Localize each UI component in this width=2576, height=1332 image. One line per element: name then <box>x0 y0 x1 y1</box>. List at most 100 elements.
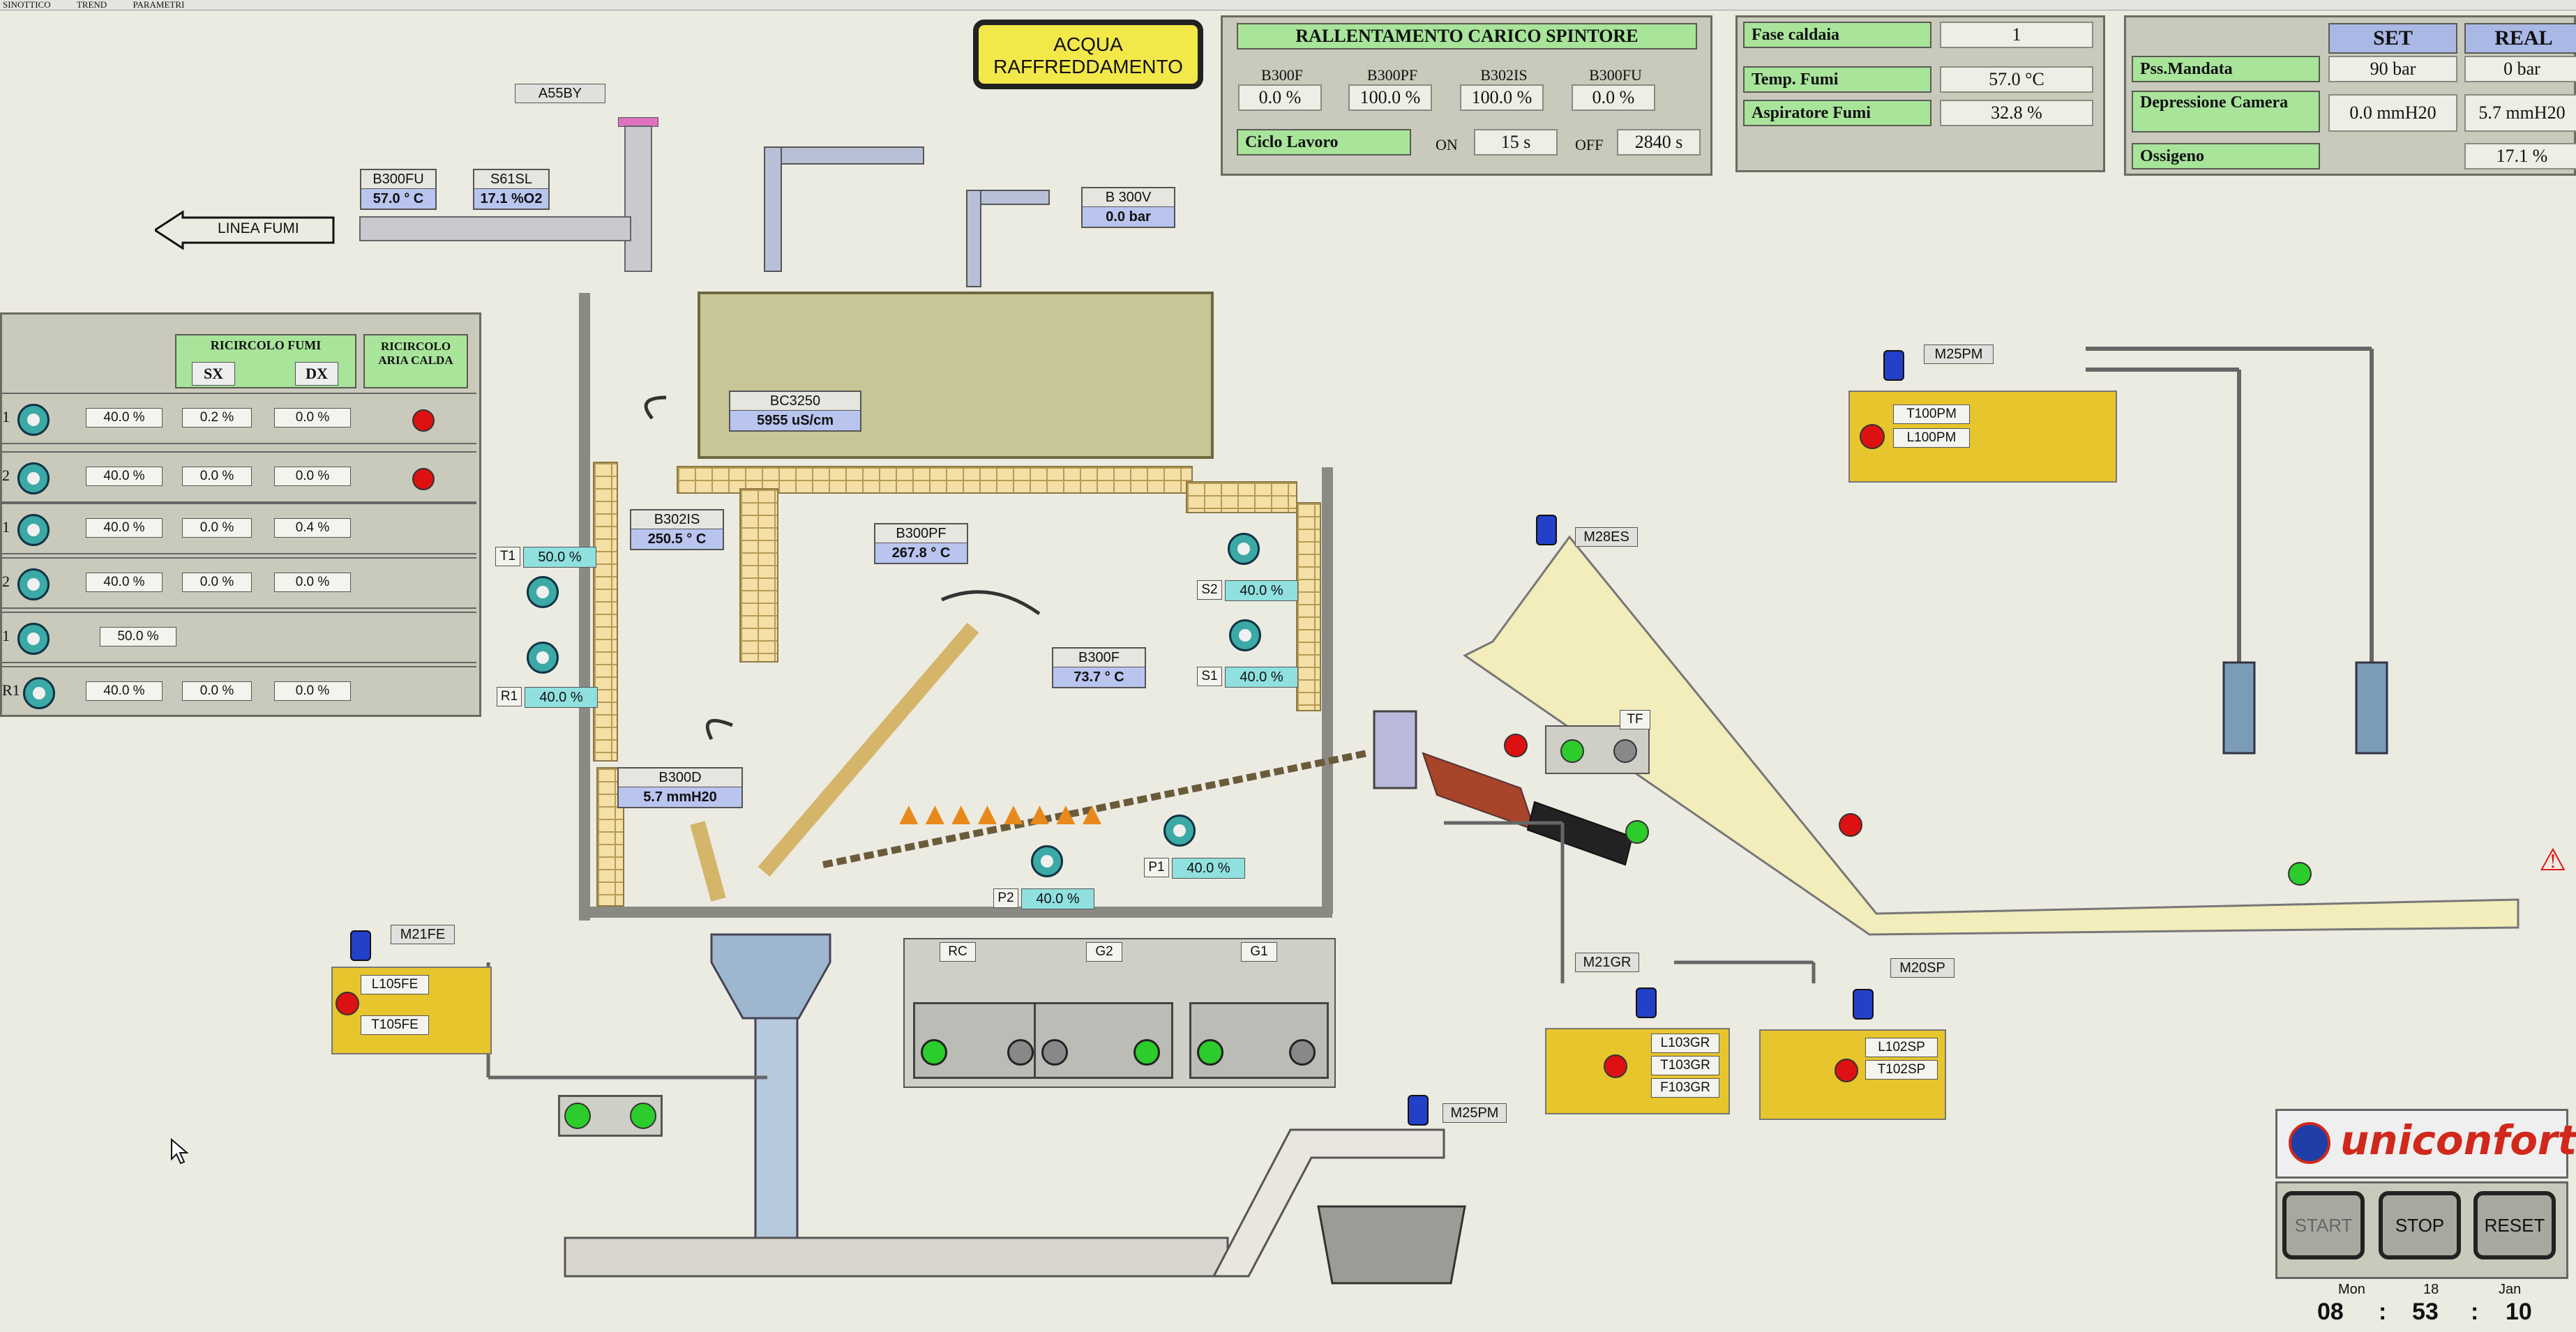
tf-grey-wheel <box>1613 739 1637 763</box>
wheel-green <box>921 1039 947 1066</box>
flow-arrow-3 <box>941 590 1041 616</box>
feeder-m25pm-box: T100PM L100PM <box>1848 391 2117 483</box>
start-button[interactable]: START <box>2282 1191 2365 1259</box>
tag-t103gr: T103GR <box>1651 1056 1719 1075</box>
fan-r1-icon[interactable] <box>527 642 559 674</box>
fan-p2-value[interactable]: 40.0 % <box>1021 888 1094 909</box>
tag-m21fe: M21FE <box>391 925 455 944</box>
ash-conveyor <box>564 1236 1229 1278</box>
reset-button[interactable]: RESET <box>2473 1191 2556 1259</box>
motor-m20sp[interactable] <box>1853 989 1874 1020</box>
ash-g1-label: G1 <box>1241 942 1277 962</box>
on-value[interactable]: 15 s <box>1474 129 1558 156</box>
conveyor-rc[interactable] <box>913 1002 1046 1079</box>
hydraulic-cylinder-left <box>2222 661 2256 755</box>
slowdown-col-2: B302IS 100.0 % <box>1460 66 1548 111</box>
menu-item-sinottico[interactable]: SINOTTICO <box>3 0 51 10</box>
feeder-m21fe-box: L105FE T105FE <box>331 967 492 1054</box>
fan-r1-value[interactable]: 40.0 % <box>525 687 598 708</box>
conveyor-alarm <box>1839 813 1862 837</box>
fan-p1-icon[interactable] <box>1163 815 1196 847</box>
col-value: 0.0 % <box>1238 84 1322 111</box>
setreal-panel: SET REAL Pss.Mandata 90 bar 0 bar Depres… <box>2124 15 2576 176</box>
sensor-b302is: B302IS 250.5 ° C <box>630 509 724 550</box>
fan-s2-label: S2 <box>1197 580 1222 600</box>
wheel-grey <box>1007 1039 1034 1066</box>
sensor-name: B300PF <box>875 524 967 543</box>
motor-m21fe[interactable] <box>350 930 371 961</box>
fan-icon[interactable] <box>17 514 50 546</box>
slowdown-title: RALLENTAMENTO CARICO SPINTORE <box>1237 23 1697 50</box>
tag-m20sp: M20SP <box>1890 958 1954 978</box>
tag-f103gr: F103GR <box>1651 1078 1719 1098</box>
fan-t1-value[interactable]: 50.0 % <box>523 547 596 568</box>
tag-tf: TF <box>1620 710 1650 729</box>
cooling-water-alert[interactable]: ACQUA RAFFREDDAMENTO <box>973 20 1203 89</box>
fan-s2-value[interactable]: 40.0 % <box>1225 580 1298 601</box>
fan-icon[interactable] <box>17 568 50 600</box>
ash-hopper <box>710 933 831 1020</box>
col-value: 0.0 % <box>1572 84 1655 111</box>
clock-date: 18 <box>2423 1282 2439 1297</box>
depression-set[interactable]: 0.0 mmH20 <box>2328 94 2457 132</box>
motor-m25pm-top[interactable] <box>1883 350 1904 381</box>
sensor-value: 267.8 ° C <box>875 543 967 563</box>
tag-m21gr: M21GR <box>1575 953 1639 972</box>
fan-icon[interactable] <box>23 677 55 709</box>
m21fe-conveyor[interactable] <box>558 1095 663 1137</box>
menu-item-trend[interactable]: TREND <box>76 0 107 10</box>
fan-icon[interactable] <box>17 623 50 655</box>
flue-duct <box>359 216 631 241</box>
oxygen-label: Ossigeno <box>2132 143 2320 169</box>
stop-button[interactable]: STOP <box>2379 1191 2461 1259</box>
motor-m25pm-bottom[interactable] <box>1408 1095 1429 1126</box>
pusher-run <box>1625 820 1649 844</box>
arrow-left-icon <box>153 210 335 250</box>
brand-name: uniconfort <box>2340 1117 2576 1164</box>
pusher-ram <box>1526 801 1634 866</box>
feeder-m21gr-box: L103GR T103GR F103GR <box>1545 1028 1730 1114</box>
fan-p1-value[interactable]: 40.0 % <box>1172 858 1245 879</box>
tag-a55by: A55BY <box>515 84 605 103</box>
tag-l103gr: L103GR <box>1651 1034 1719 1053</box>
fan-icon[interactable] <box>17 404 50 436</box>
warning-icon[interactable]: ⚠ <box>2539 842 2567 878</box>
fan-icon[interactable] <box>17 462 50 494</box>
refractory-right-top <box>1186 481 1297 513</box>
pressure-set[interactable]: 90 bar <box>2328 56 2457 82</box>
menu-item-parametri[interactable]: PARAMETRI <box>133 0 185 10</box>
col-name: B300FU <box>1589 66 1642 84</box>
ash-container <box>1317 1205 1466 1285</box>
conveyor-g1[interactable] <box>1189 1002 1329 1079</box>
fan-t1-icon[interactable] <box>527 576 559 608</box>
wheel-green <box>1197 1039 1223 1066</box>
conveyor-g2[interactable] <box>1034 1002 1173 1079</box>
row-a: 40.0 % <box>86 467 163 486</box>
sensor-value: 57.0 ° C <box>361 189 435 209</box>
row-c: 0.0 % <box>274 408 351 427</box>
tf-green-wheel <box>1560 739 1584 763</box>
motor-m28es[interactable] <box>1536 515 1557 545</box>
mouse-cursor-icon <box>170 1137 190 1170</box>
row-id: 2 <box>2 467 10 484</box>
sensor-value: 250.5 ° C <box>631 529 723 549</box>
fan-p2-icon[interactable] <box>1031 845 1063 877</box>
fan-s1-icon[interactable] <box>1229 619 1261 651</box>
fan-s2-icon[interactable] <box>1228 533 1260 565</box>
recirc-row: 1 40.0 % 0.0 % 0.4 % <box>2 503 476 554</box>
water-pipe-vertical <box>764 146 782 272</box>
wheel-green <box>630 1103 656 1129</box>
furnace-bottom-floor <box>579 907 1332 918</box>
fan-p2-label: P2 <box>993 888 1018 908</box>
steam-pipe-vertical <box>966 190 981 287</box>
fan-s1-value[interactable]: 40.0 % <box>1225 667 1298 688</box>
alarm-indicator <box>1604 1054 1627 1078</box>
motor-m21gr[interactable] <box>1636 987 1657 1018</box>
off-value[interactable]: 2840 s <box>1617 129 1701 156</box>
furnace-left-wall <box>579 293 590 921</box>
aspirator-value: 32.8 % <box>1940 100 2093 126</box>
ash-chute <box>754 1017 799 1243</box>
row-a: 40.0 % <box>86 518 163 538</box>
furnace-right-wall <box>1322 467 1333 914</box>
tag-m28es: M28ES <box>1575 527 1638 547</box>
